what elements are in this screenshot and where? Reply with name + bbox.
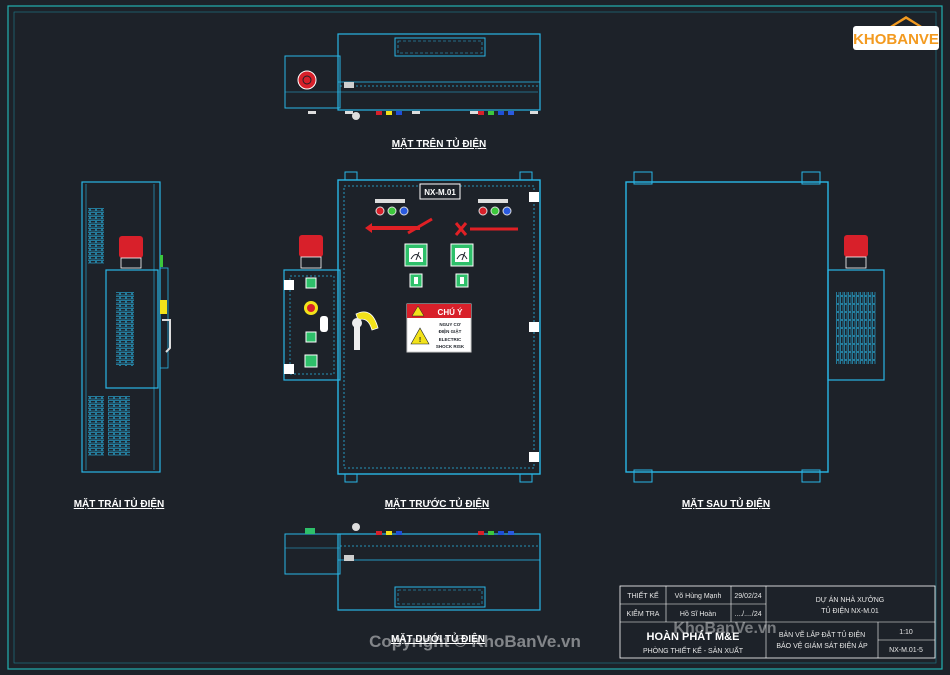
indicator-light-blue-2 — [502, 206, 512, 216]
cabinet-tag: NX-M.01 — [424, 188, 456, 197]
label-back-view: MẶT SAU TỦ ĐIỆN — [682, 497, 770, 510]
beacon-left-icon — [119, 236, 143, 258]
title-block: THIẾT KẾ Võ Hùng Mạnh 29/02/24 KIỂM TRA … — [619, 585, 936, 659]
company-name: HOÀN PHÁT M&E — [647, 630, 740, 643]
drawing-number: NX-M.01-5 — [889, 647, 923, 654]
warning-line-1: NGUY CƠ — [439, 322, 460, 327]
project-line-2: TỦ ĐIỆN NX-M.01 — [821, 606, 879, 615]
key-switch-icon — [320, 316, 328, 332]
drawing-line-2: BẢO VỆ GIÁM SÁT ĐIỆN ÁP — [776, 641, 868, 650]
design-label: THIẾT KẾ — [627, 590, 659, 600]
design-date: 29/02/24 — [734, 593, 761, 600]
department: PHÒNG THIẾT KẾ - SẢN XUẤT — [643, 645, 744, 655]
indicator-light-red — [375, 206, 385, 216]
label-front-view: MẶT TRƯỚC TỦ ĐIỆN — [385, 497, 490, 510]
warning-line-2: ĐIỆN GIẬT — [439, 327, 462, 334]
project-line-1: DỰ ÁN NHÀ XƯỞNG — [816, 595, 885, 604]
arrow-left-icon — [365, 223, 420, 233]
front-view: NX-M.01 — [283, 171, 541, 510]
svg-text:!: ! — [419, 337, 421, 344]
indicator-light-green — [387, 206, 397, 216]
cabinet-tag-plate — [419, 183, 461, 200]
bottom-view: MẶT DƯỚI TỦ ĐIỆN — [284, 523, 541, 645]
drawing-line-1: BẢN VẼ LẮP ĐẶT TỦ ĐIỆN — [779, 630, 865, 639]
khobanve-logo: KHOBANVE — [853, 16, 939, 50]
label-top-view: MẶT TRÊN TỦ ĐIỆN — [392, 137, 486, 150]
logo-text: KHOBANVE — [853, 31, 939, 48]
check-name: Hồ Sĩ Hoàn — [680, 609, 716, 618]
back-view: MẶT SAU TỦ ĐIỆN — [625, 171, 885, 510]
design-name: Võ Hùng Mạnh — [675, 593, 722, 600]
indicator-light-blue — [399, 206, 409, 216]
warning-title: CHÚ Ý — [438, 308, 464, 317]
beacon-front-icon — [299, 235, 323, 257]
warning-triangle-icon — [411, 305, 425, 317]
drawing-frame — [7, 5, 943, 670]
check-date: ..../..../24 — [734, 611, 761, 618]
label-bottom-view: MẶT DƯỚI TỦ ĐIỆN — [391, 632, 485, 645]
indicator-light-green-2 — [490, 206, 500, 216]
top-view: MẶT TRÊN TỦ ĐIỆN — [284, 33, 541, 150]
beacon-top-icon — [297, 70, 317, 90]
left-view: MẶT TRÁI TỦ ĐIỆN — [74, 181, 171, 510]
beacon-back-icon — [844, 235, 868, 257]
breaker-off-icon — [454, 222, 468, 236]
scale: 1:10 — [899, 629, 913, 636]
drawing-inner-frame — [13, 11, 937, 664]
warning-sign: CHÚ Ý ! NGUY CƠ ĐIỆN GIẬT ELECTRIC SHOCK… — [406, 303, 472, 353]
door-handle-icon — [355, 311, 379, 331]
copyright-watermark: Copyright © KhoBanVe.vn — [369, 632, 581, 651]
warning-line-4: SHOCK RISK — [436, 344, 465, 349]
high-voltage-icon — [410, 327, 430, 345]
warning-line-3: ELECTRIC — [439, 337, 462, 342]
label-left-view: MẶT TRÁI TỦ ĐIỆN — [74, 497, 165, 510]
indicator-light-red-2 — [478, 206, 488, 216]
site-watermark: KhoBanVe.vn — [673, 620, 776, 637]
check-label: KIỂM TRA — [627, 609, 660, 618]
